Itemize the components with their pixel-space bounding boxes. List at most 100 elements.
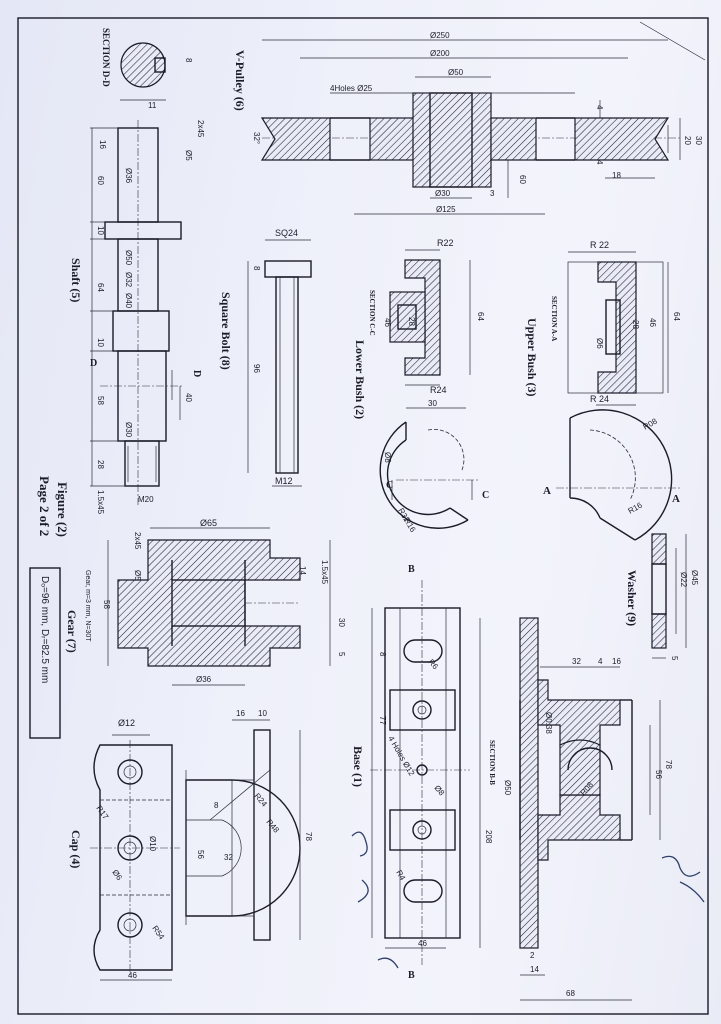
shaft-dim-m20: M20: [138, 495, 154, 504]
base-dim-d038: Ø0.38: [544, 712, 553, 734]
sheet-border: [17, 17, 709, 1015]
bolt-dim-8: 8: [252, 266, 261, 271]
cap-dim-r48: R48: [264, 818, 281, 835]
upper-bush-dim-46: 46: [648, 318, 657, 327]
gear-dim-d5: Ø5: [133, 570, 142, 581]
shaft-dim-10a: 10: [96, 226, 105, 235]
gear-dim-2x45: 2x45: [133, 532, 142, 550]
lower-bush-dim-r24: R24: [430, 385, 447, 395]
pulley-dim-d250: Ø250: [430, 31, 450, 40]
pulley-title: V-Pulley (6): [233, 50, 247, 111]
shaft-dim-d30: Ø30: [124, 422, 133, 438]
shaft-dim-40: 40: [184, 393, 193, 402]
base-dim-32: 32: [572, 657, 581, 666]
upper-bush-dim-28: 28: [631, 320, 640, 329]
base-dim-d50: Ø50: [503, 780, 512, 796]
gear-dim-d36: Ø36: [196, 675, 212, 684]
gear-spec-note: Gear, m=3 mm, N=30T: [84, 570, 91, 642]
base-dim-4: 4: [598, 657, 603, 666]
bolt-dim-m12: M12: [275, 476, 293, 486]
cap-dim-78: 78: [304, 832, 313, 841]
cap-dim-56: 56: [196, 850, 205, 859]
gear-dim-30: 30: [337, 618, 346, 627]
upper-bush-dim-d6: Ø6: [595, 338, 604, 349]
washer-title: Washer (9): [625, 570, 639, 626]
cap-dim-46: 46: [128, 971, 137, 980]
cap-dim-r24: R24: [252, 792, 269, 809]
base-drawing: [370, 580, 661, 1001]
section-dd-dim-8: 8: [184, 58, 193, 63]
section-c-mark-right: C: [482, 490, 489, 501]
section-c-mark-left: C: [386, 480, 393, 491]
upper-bush-dim-r22: R 22: [590, 240, 609, 250]
shaft-dim-58: 58: [96, 396, 105, 405]
shaft-title: Shaft (5): [69, 258, 83, 302]
lower-bush-dim-30: 30: [428, 399, 437, 408]
base-dim-16: 16: [612, 657, 621, 666]
shaft-dim-d32: Ø32: [124, 272, 133, 288]
section-a-mark-left: A: [543, 485, 551, 497]
gear-dim-14: 14: [298, 566, 307, 575]
cap-dim-10: 10: [258, 709, 267, 718]
shaft-dim-d36: Ø36: [124, 168, 133, 184]
shaft-dim-28: 28: [96, 460, 105, 469]
base-dim-208: 208: [484, 830, 493, 844]
cap-dim-32: 32: [224, 853, 233, 862]
lower-bush-drawing: [379, 249, 480, 529]
base-dim-2: 2: [530, 951, 535, 960]
shaft-drawing: [90, 120, 182, 505]
shaft-dim-2x45: 2x45: [196, 120, 205, 138]
washer-dim-5: 5: [670, 656, 679, 661]
upper-bush-dim-r24: R 24: [590, 394, 609, 404]
base-dim-8: 8: [378, 652, 387, 657]
washer-dim-d22: Ø22: [679, 572, 688, 588]
shaft-dim-d50: Ø50: [124, 250, 133, 266]
pulley-dim-60: 60: [518, 175, 527, 184]
base-dim-56: 56: [654, 770, 663, 779]
square-bolt-drawing: [247, 239, 312, 487]
shaft-section-mark-right: D: [191, 370, 202, 377]
cap-dim-d12: Ø12: [118, 718, 135, 728]
base-title: Base (1): [351, 746, 365, 787]
lower-bush-dim-r22: R22: [437, 238, 454, 248]
shaft-dim-60: 60: [96, 176, 105, 185]
lower-bush-dim-64: 64: [476, 312, 485, 321]
gear-title: Gear (7): [65, 610, 79, 653]
pulley-dim-30: 30: [694, 136, 703, 145]
cap-dim-d6: Ø6: [110, 868, 124, 882]
section-bb-title: SECTION B-B: [488, 740, 496, 785]
upper-bush-drawing: [556, 251, 680, 541]
pulley-dim-holes: 4Holes Ø25: [330, 84, 373, 93]
lower-bush-dim-d8: Ø8: [383, 452, 392, 463]
section-dd-drawing: [120, 42, 166, 101]
gear-drawing: [107, 527, 331, 686]
base-dim-46: 46: [418, 939, 427, 948]
section-dd-dim-11: 11: [148, 101, 157, 110]
pulley-dim-angle: 32°: [252, 132, 261, 144]
cap-dim-r54: R54: [150, 924, 166, 942]
base-dim-77: 77: [378, 716, 387, 725]
pulley-dim-20: 20: [683, 136, 692, 145]
cap-dim-8: 8: [214, 801, 219, 810]
lower-bush-dim-46: 46: [383, 318, 392, 327]
v-pulley-drawing: [260, 39, 681, 215]
shaft-dim-chamfer: 1.5x45: [96, 490, 105, 515]
base-dim-14: 14: [530, 965, 539, 974]
section-a-mark-right: A: [672, 493, 680, 505]
section-aa-title: SECTION A-A: [550, 296, 558, 341]
cap-dim-16: 16: [236, 709, 245, 718]
lower-bush-title: Lower Bush (2): [353, 340, 367, 419]
cap-title: Cap (4): [69, 830, 83, 868]
upper-bush-title: Upper Bush (3): [525, 318, 539, 396]
section-cc-title: SECTION C-C: [368, 290, 376, 336]
gear-dim-chamfer: 1.5x45: [320, 560, 329, 585]
base-dim-holes: 4 Holes Ø12: [386, 735, 416, 778]
gear-dim-d65: Ø65: [200, 518, 217, 528]
gear-dim-58: 58: [102, 600, 111, 609]
section-dd-title: SECTION D-D: [101, 28, 111, 87]
pulley-dim-d200: Ø200: [430, 49, 450, 58]
upper-bush-dim-64: 64: [672, 312, 681, 321]
pulley-dim-d125: Ø125: [436, 205, 456, 214]
pulley-dim-4a: 4: [595, 105, 604, 110]
base-dim-68: 68: [566, 989, 575, 998]
